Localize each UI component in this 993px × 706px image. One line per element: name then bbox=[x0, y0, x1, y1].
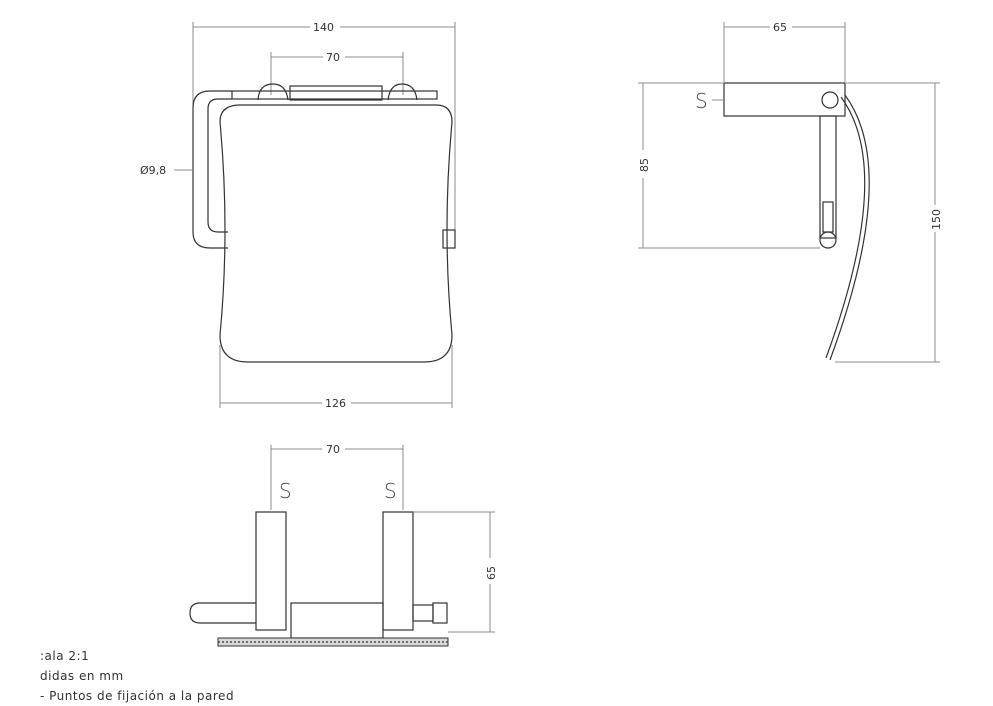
dim-65-side: 65 bbox=[773, 21, 787, 34]
bottom-view: 70 S S 65 bbox=[189, 443, 498, 647]
fix-mark-left: S bbox=[279, 479, 292, 503]
dim-70-top: 70 bbox=[326, 51, 340, 64]
dim-65-bottom: 65 bbox=[485, 566, 498, 580]
dim-diameter: Ø9,8 bbox=[140, 164, 166, 177]
side-view: 65 S 85 150 bbox=[638, 21, 943, 363]
dim-140: 140 bbox=[313, 21, 334, 34]
dim-70-bottom: 70 bbox=[326, 443, 340, 456]
drawing-notes: :ala 2:1 didas en mm - Puntos de fijació… bbox=[40, 646, 234, 706]
fix-mark-side: S bbox=[695, 89, 708, 113]
fix-mark-right: S bbox=[384, 479, 397, 503]
units-note: didas en mm bbox=[40, 669, 124, 683]
dim-150: 150 bbox=[930, 209, 943, 230]
front-view: 140 70 Ø9,8 126 bbox=[140, 21, 456, 410]
scale-note: :ala 2:1 bbox=[40, 649, 90, 663]
legend-note: - Puntos de fijación a la pared bbox=[40, 689, 235, 703]
dim-126: 126 bbox=[325, 397, 346, 410]
dim-85: 85 bbox=[638, 158, 651, 172]
